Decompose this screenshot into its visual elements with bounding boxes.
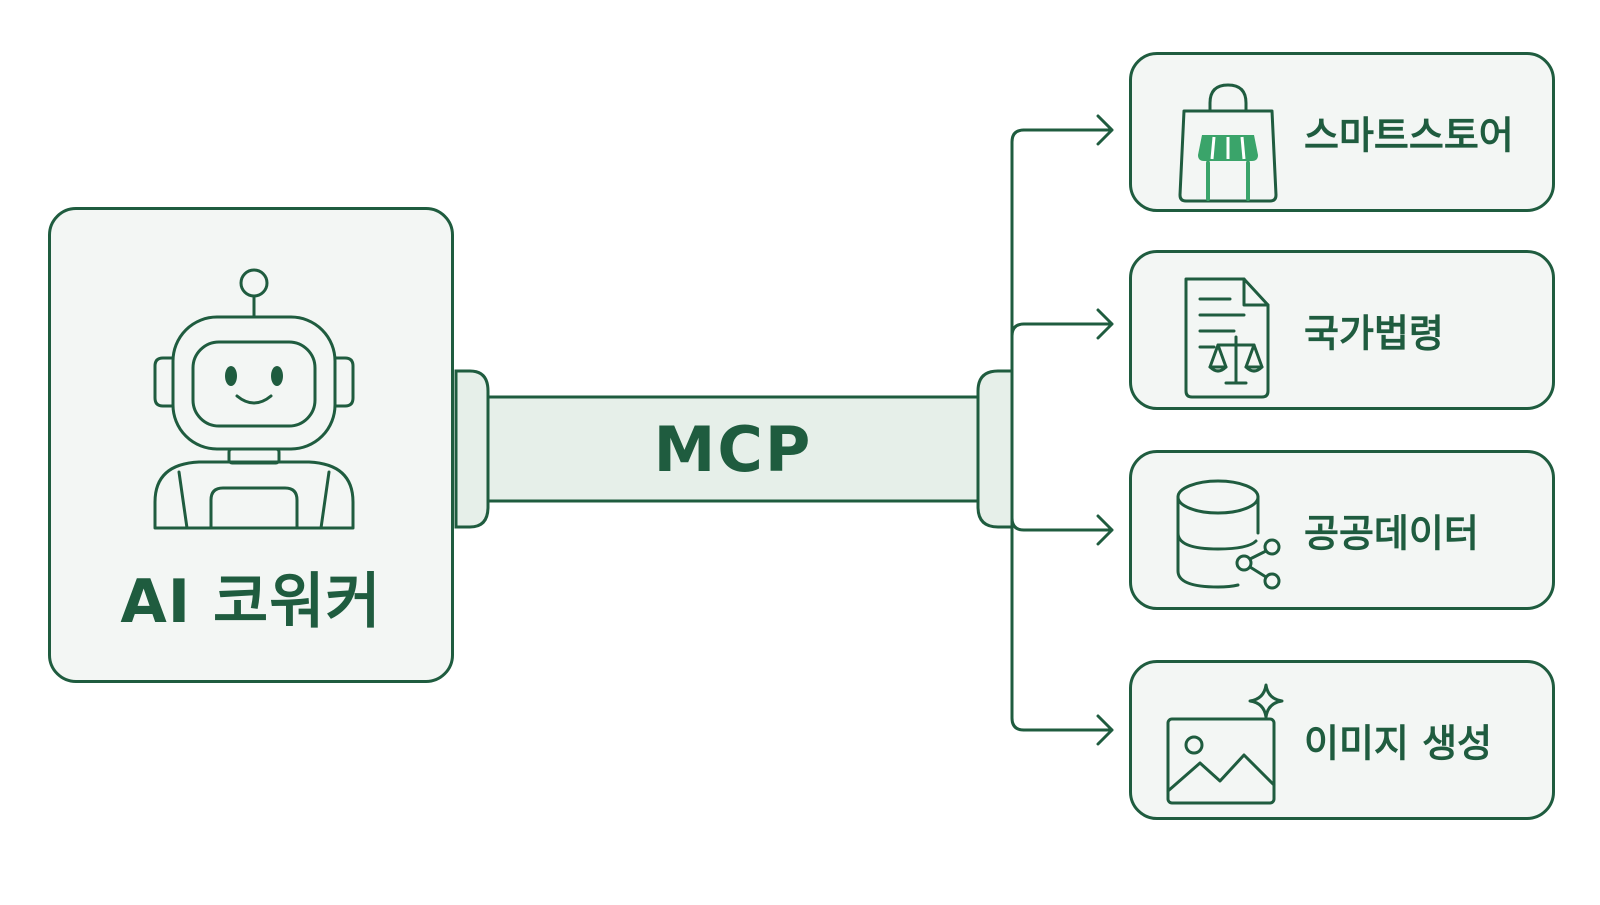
image-sparkle-icon xyxy=(1166,683,1284,805)
right-plug xyxy=(976,369,1014,529)
branch-arrow-3 xyxy=(1010,514,1114,546)
mcp-bar xyxy=(483,395,983,503)
service-label-image-gen: 이미지 생성 xyxy=(1304,721,1493,766)
service-label-smartstore: 스마트스토어 xyxy=(1304,113,1514,158)
service-label-public-data: 공공데이터 xyxy=(1304,511,1479,556)
legal-document-scale-icon xyxy=(1184,277,1270,399)
agent-box: AI 코워커 xyxy=(48,207,454,683)
shopping-bag-store-icon xyxy=(1178,83,1278,203)
service-card-smartstore: 스마트스토어 xyxy=(1129,52,1555,212)
mcp-label: MCP xyxy=(653,412,813,486)
service-label-law: 국가법령 xyxy=(1304,311,1444,356)
branch-trunk xyxy=(1010,128,1025,732)
agent-label: AI 코워커 xyxy=(120,567,382,637)
service-card-law: 국가법령 xyxy=(1129,250,1555,410)
service-card-public-data: 공공데이터 xyxy=(1129,450,1555,610)
robot-icon xyxy=(153,268,355,530)
left-plug xyxy=(454,369,490,529)
branch-arrow-4 xyxy=(1022,714,1114,746)
service-card-image-gen: 이미지 생성 xyxy=(1129,660,1555,820)
branch-arrow-1 xyxy=(1022,114,1114,146)
database-share-icon xyxy=(1176,479,1281,590)
branch-arrow-2 xyxy=(1010,308,1114,340)
